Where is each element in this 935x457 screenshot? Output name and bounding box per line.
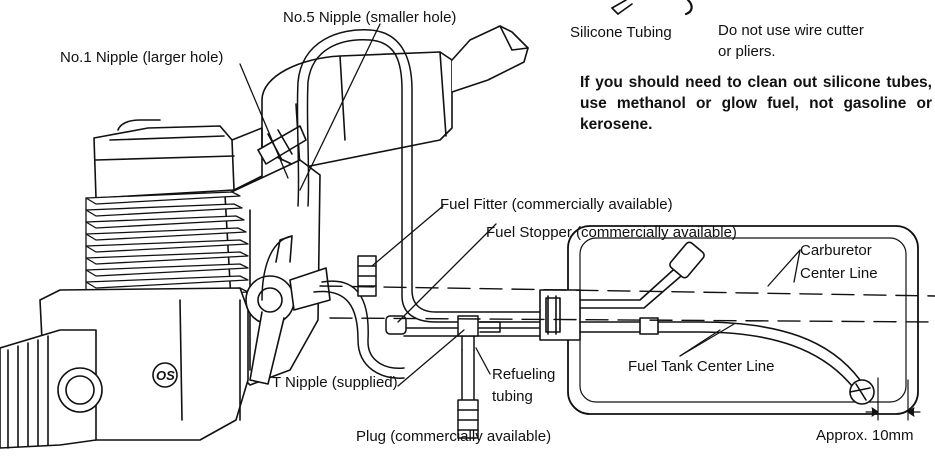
- carburetor-center-line: [319, 285, 935, 297]
- cooling-fins: [85, 191, 249, 301]
- leader-no1: [239, 63, 289, 179]
- leader-refueling: [475, 347, 491, 375]
- leader-t-nipple: [397, 329, 465, 387]
- approx-10mm-label: Approx. 10mm: [816, 427, 914, 444]
- fuel-tank: [539, 225, 919, 415]
- fuel-tank-center-line: [329, 317, 935, 323]
- engine-logo-text: OS: [156, 368, 175, 383]
- no5-nipple-label: No.5 Nipple (smaller hole): [283, 9, 457, 26]
- engine: OS: [0, 119, 321, 449]
- plug-label: Plug (commercially available): [356, 428, 552, 445]
- t-nipple-label: T Nipple (supplied): [272, 374, 398, 391]
- silicone-tubing-label: Silicone Tubing: [570, 24, 672, 41]
- dimension-marker: [865, 377, 921, 421]
- fuel-fitter-label: Fuel Fitter (commercially available): [440, 196, 673, 213]
- wire-cutter-warning-line2: or pliers.: [718, 43, 776, 60]
- refueling-tubing-label-line2: tubing: [492, 388, 533, 405]
- center-lines: [319, 285, 935, 323]
- leader-no5: [299, 23, 381, 191]
- leader-fuel-stopper: [397, 223, 497, 323]
- leader-fuel-fitter: [371, 205, 444, 267]
- wire-cutter-warning-line1: Do not use wire cutter: [718, 22, 864, 39]
- fuel-lines: [261, 29, 549, 439]
- engine-logo-mark: [152, 362, 178, 388]
- carburetor-line-label-line2: Center Line: [800, 265, 878, 282]
- leader-carburetor-line: [767, 249, 801, 287]
- muffler: [261, 25, 529, 169]
- leader-lines: [239, 23, 801, 387]
- no1-nipple-label: No.1 Nipple (larger hole): [60, 49, 224, 66]
- cleaning-note: If you should need to clean out silicone…: [580, 74, 932, 133]
- fuel-stopper-label: Fuel Stopper (commercially available): [486, 224, 737, 241]
- fuel-tank-center-line-label: Fuel Tank Center Line: [628, 358, 775, 375]
- refueling-tubing-label-line1: Refueling: [492, 366, 556, 383]
- silicone-tubing-icon: [611, 0, 693, 16]
- carburetor: [245, 235, 331, 385]
- carburetor-line-label-line1: Carburetor: [800, 242, 872, 259]
